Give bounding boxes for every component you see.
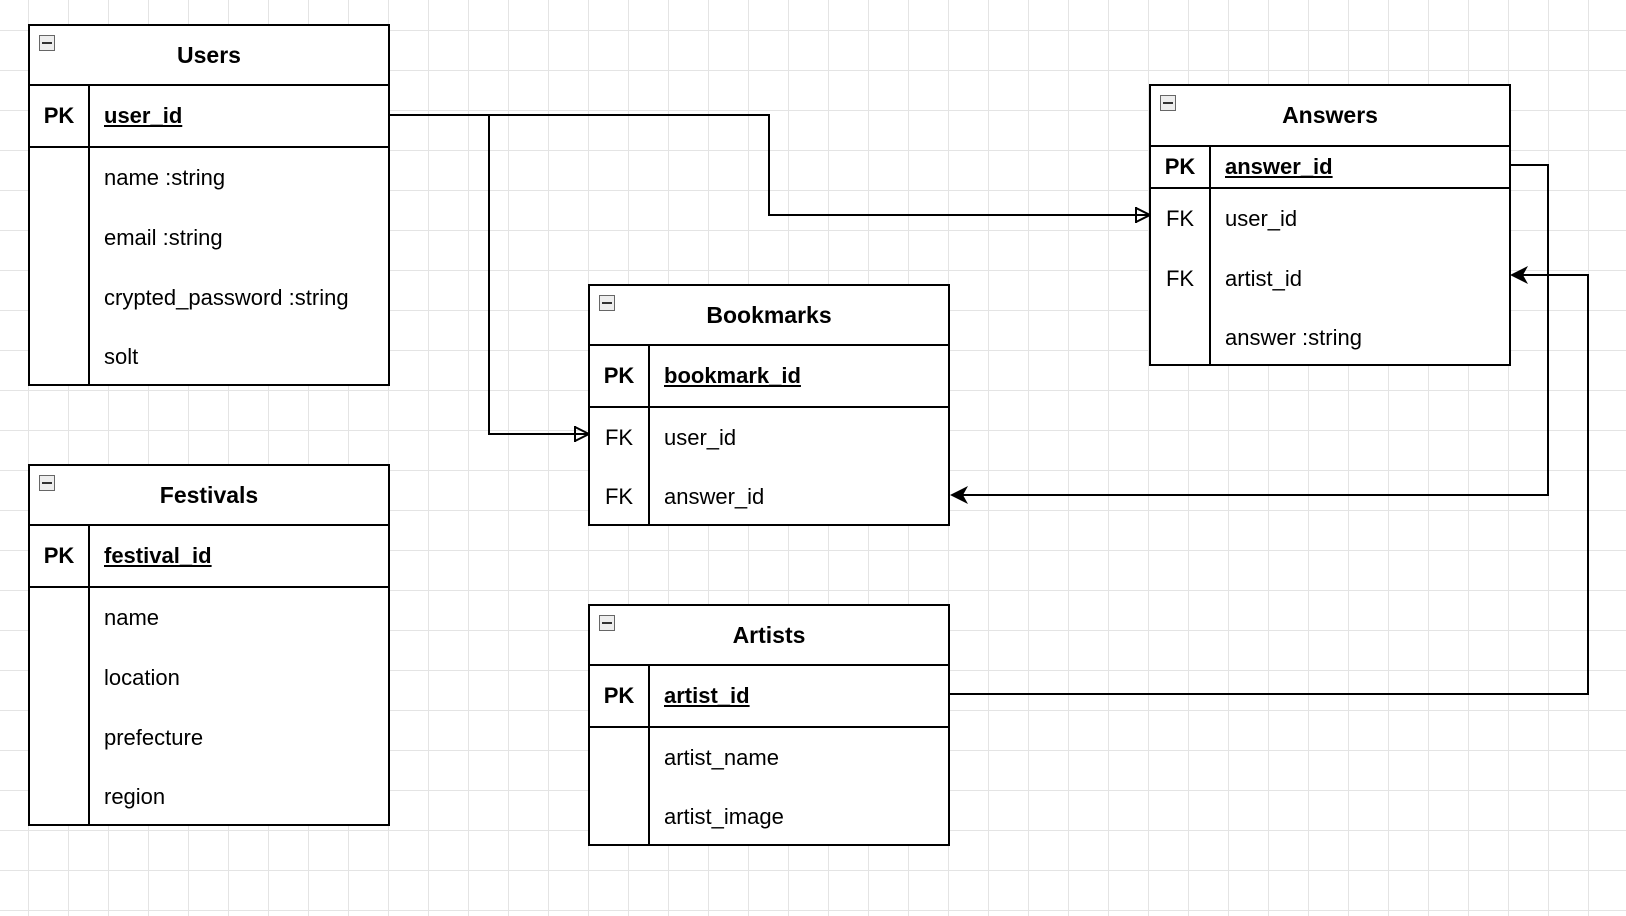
attribute-name: solt [104, 344, 139, 369]
fk-label: FK [590, 468, 650, 526]
key-column [30, 148, 90, 386]
attribute-row[interactable]: artist_name [650, 728, 948, 788]
attribute-row[interactable]: email :string [90, 208, 388, 268]
fk-row[interactable]: FK user_id [1151, 189, 1509, 249]
fk-label: FK [1151, 189, 1211, 249]
attribute-row[interactable]: location [90, 648, 388, 708]
entity-header: Users [30, 26, 388, 86]
fk-label: FK [1151, 249, 1211, 309]
pk-field: bookmark_id [664, 363, 801, 388]
pk-row[interactable]: PK bookmark_id [590, 346, 948, 408]
crowsfoot-marker [574, 426, 590, 442]
relationship-users-bookmarks[interactable] [488, 115, 590, 442]
fk-row[interactable]: FK answer_id [590, 468, 948, 526]
pk-field: user_id [104, 103, 183, 128]
attribute-name: answer_id [664, 484, 765, 509]
attribute-row[interactable]: answer :string [1151, 309, 1509, 366]
key-column [590, 728, 650, 846]
attribute-name: user_id [1225, 206, 1298, 231]
attribute-name: name :string [104, 165, 226, 190]
attribute-name: prefecture [104, 725, 204, 750]
attribute-row[interactable]: name [90, 588, 388, 648]
arrow-marker [950, 486, 968, 504]
pk-field: answer_id [1225, 154, 1333, 179]
entity-title: Bookmarks [706, 302, 832, 328]
entity-bookmarks[interactable]: Bookmarks PK bookmark_id FK user_id FK a… [588, 284, 950, 526]
key-column [30, 588, 90, 826]
pk-field: festival_id [104, 543, 212, 568]
attribute-name: answer :string [1225, 324, 1362, 350]
pk-label: PK [1151, 147, 1211, 187]
entity-header: Bookmarks [590, 286, 948, 346]
attribute-name: artist_image [664, 804, 784, 829]
arrow-marker [1510, 266, 1528, 284]
entity-answers[interactable]: Answers PK answer_id FK user_id FK artis… [1149, 84, 1511, 366]
attribute-row[interactable]: name :string [90, 148, 388, 208]
attribute-name: email :string [104, 225, 223, 250]
attribute-name: user_id [664, 425, 737, 450]
attribute-name: region [104, 784, 166, 809]
entity-title: Answers [1282, 102, 1378, 128]
entity-title: Festivals [159, 482, 259, 508]
pk-row[interactable]: PK user_id [30, 86, 388, 148]
entity-artists[interactable]: Artists PK artist_id artist_name artist_… [588, 604, 950, 846]
attribute-name: crypted_password :string [104, 285, 349, 310]
entity-title: Users [177, 42, 241, 68]
pk-row[interactable]: PK festival_id [30, 526, 388, 588]
fk-row[interactable]: FK user_id [590, 408, 948, 468]
entity-header: Festivals [30, 466, 388, 526]
collapse-icon[interactable] [599, 615, 615, 631]
pk-row[interactable]: PK artist_id [590, 666, 948, 728]
fk-row[interactable]: FK artist_id [1151, 249, 1509, 309]
collapse-icon[interactable] [1160, 95, 1176, 111]
key-column [1151, 309, 1211, 366]
entity-users[interactable]: Users PK user_id name :string email :str… [28, 24, 390, 386]
attribute-row[interactable]: solt [90, 328, 388, 386]
relationship-users-answers[interactable] [389, 114, 1151, 223]
entity-header: Answers [1151, 86, 1509, 147]
pk-label: PK [30, 526, 90, 586]
pk-field: artist_id [664, 683, 750, 708]
attribute-name: location [104, 665, 180, 690]
entity-title: Artists [732, 622, 806, 648]
collapse-icon[interactable] [39, 35, 55, 51]
attribute-name: artist_name [664, 745, 779, 770]
attribute-row[interactable]: crypted_password :string [90, 268, 388, 328]
relationship-artists-answers[interactable] [949, 266, 1589, 695]
pk-label: PK [590, 346, 650, 406]
fk-label: FK [590, 408, 650, 468]
relationship-answers-bookmarks[interactable] [950, 164, 1549, 504]
crowsfoot-marker [1135, 207, 1151, 223]
pk-label: PK [30, 86, 90, 146]
entity-header: Artists [590, 606, 948, 666]
attribute-row[interactable]: prefecture [90, 708, 388, 768]
collapse-icon[interactable] [599, 295, 615, 311]
attribute-name: name [104, 605, 160, 630]
pk-row[interactable]: PK answer_id [1151, 147, 1509, 189]
attribute-name: artist_id [1225, 266, 1303, 291]
collapse-icon[interactable] [39, 475, 55, 491]
pk-label: PK [590, 666, 650, 726]
attribute-row[interactable]: region [90, 768, 388, 826]
entity-festivals[interactable]: Festivals PK festival_id name location p… [28, 464, 390, 826]
attribute-row[interactable]: artist_image [650, 788, 948, 846]
